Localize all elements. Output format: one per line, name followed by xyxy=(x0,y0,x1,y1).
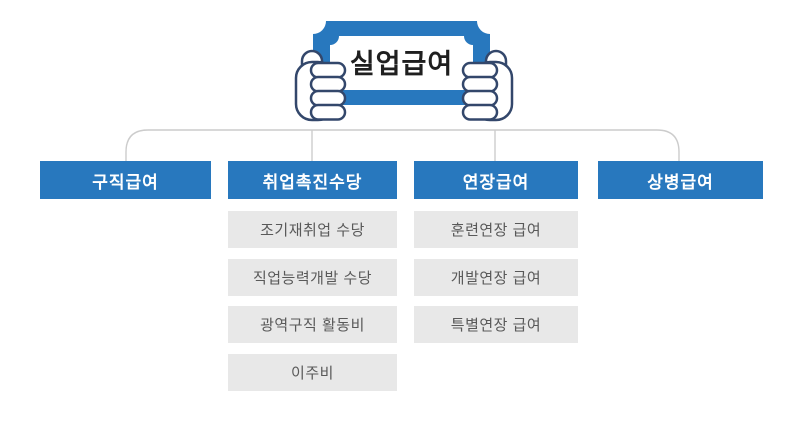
sub-node-wide-area-jobseeking-expenses: 광역구직 활동비 xyxy=(228,306,397,343)
sub-node-training-extended-benefit: 훈련연장 급여 xyxy=(414,211,578,248)
hands-holding-banner-icon xyxy=(294,21,514,122)
right-finger xyxy=(461,89,499,107)
root-node-title: 실업급여 xyxy=(349,49,454,79)
left-hand xyxy=(294,49,347,122)
right-hand xyxy=(461,49,514,122)
sub-node-early-reemployment-allowance: 조기재취업 수당 xyxy=(228,211,397,248)
left-finger xyxy=(309,103,347,121)
sub-node-special-extended-benefit: 특별연장 급여 xyxy=(414,306,578,343)
node-extended-benefit: 연장급여 xyxy=(414,161,578,199)
node-jobseeking-benefit: 구직급여 xyxy=(40,161,211,199)
right-finger xyxy=(461,103,499,121)
sub-node-vocational-ability-development-allowance: 직업능력개발 수당 xyxy=(228,259,397,296)
node-sickness-benefit: 상병급여 xyxy=(598,161,763,199)
left-finger xyxy=(309,89,347,107)
node-employment-promotion-allowance: 취업촉진수당 xyxy=(228,161,397,199)
sub-node-moving-expenses: 이주비 xyxy=(228,354,397,391)
connector-rail xyxy=(125,129,680,162)
sub-node-development-extended-benefit: 개발연장 급여 xyxy=(414,259,578,296)
